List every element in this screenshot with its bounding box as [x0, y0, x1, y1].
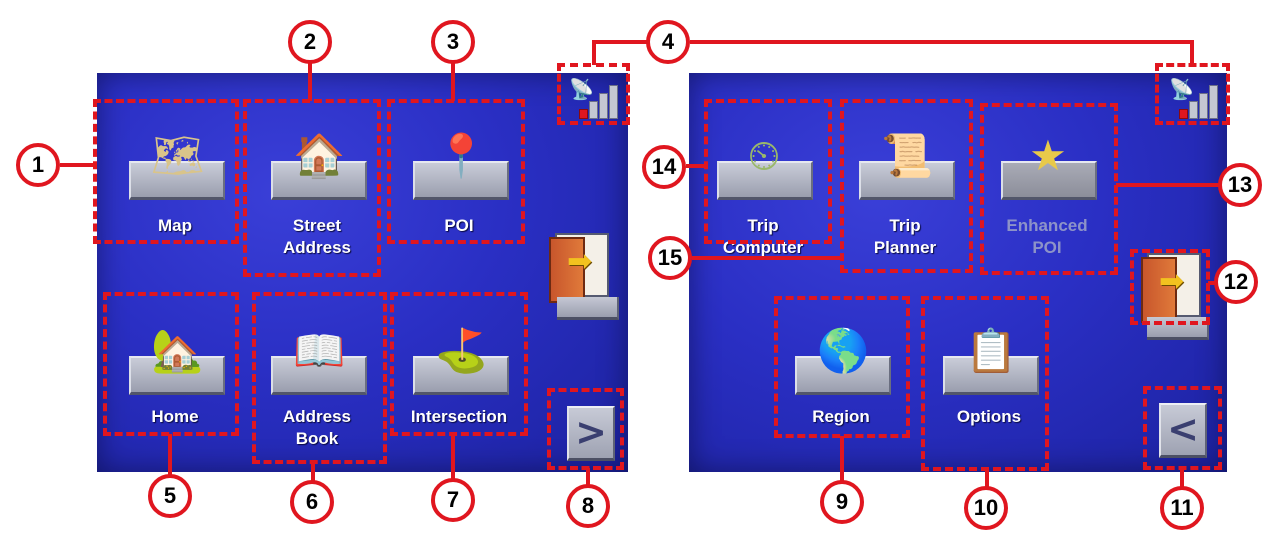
callout-15: 15: [648, 236, 692, 280]
intersection-tile[interactable]: ⛳ Intersection: [399, 308, 519, 438]
annotation-box-1: [93, 99, 239, 244]
callout-9: 9: [820, 480, 864, 524]
annotation-box-4a: [557, 63, 630, 125]
trip-computer-icon: ⏲: [747, 131, 781, 180]
annotation-box-7: [390, 292, 528, 436]
callout-13: 13: [1218, 163, 1262, 207]
gps-signal-icon: 📡: [1165, 79, 1218, 119]
poi-label: POI: [444, 216, 474, 235]
region-tile[interactable]: 🌎 Region: [781, 308, 901, 438]
callout-10: 10: [964, 486, 1008, 530]
callout-3: 3: [431, 20, 475, 64]
callout-1: 1: [16, 143, 60, 187]
callout-4: 4: [646, 20, 690, 64]
address-book-label: Address Book: [282, 407, 352, 448]
callout-14: 14: [642, 145, 686, 189]
annotation-box-5: [103, 292, 239, 436]
annotation-box-15: [840, 99, 973, 273]
house-magnifier-icon: 🏠: [293, 131, 346, 180]
enhanced-poi-label: Enhanced POI: [1006, 216, 1088, 257]
annotation-box-11: [1143, 386, 1222, 470]
map-icon: 🗺: [151, 131, 205, 180]
callout-5: 5: [148, 474, 192, 518]
map-label: Map: [158, 216, 192, 235]
gps-signal-icon: 📡: [565, 79, 618, 119]
home-icon: 🏡: [151, 326, 204, 375]
trip-planner-icon: 📜: [881, 131, 934, 180]
annotation-box-10: [921, 296, 1049, 471]
globe-icon: 🌎: [817, 326, 870, 375]
options-label: Options: [956, 407, 1022, 426]
checklist-icon: 📋: [965, 326, 1018, 375]
region-label: Region: [812, 407, 870, 426]
callout-6: 6: [290, 480, 334, 524]
exit-button[interactable]: ➡: [549, 233, 609, 305]
trip-planner-tile[interactable]: 📜 Trip Planner: [845, 113, 965, 257]
star-map-icon: ★: [1029, 131, 1067, 180]
signpost-icon: ⛳: [435, 326, 488, 375]
annotation-box-14: [704, 99, 832, 244]
street-address-tile[interactable]: 🏠 Street Address: [257, 113, 377, 257]
street-address-label: Street Address: [282, 216, 352, 257]
next-page-button[interactable]: >: [567, 406, 615, 461]
annotation-box-8: [547, 388, 624, 470]
exit-door-icon: ➡: [567, 244, 593, 279]
exit-button[interactable]: ➡: [1141, 253, 1201, 325]
home-tile[interactable]: 🏡 Home: [115, 308, 235, 438]
enhanced-poi-tile[interactable]: ★ Enhanced POI: [987, 113, 1107, 257]
pushpin-map-icon: 📍: [435, 131, 488, 180]
annotation-box-13: [980, 103, 1118, 275]
callout-8: 8: [566, 484, 610, 528]
main-menu-screen-page-2: ⏲ Trip Computer 📜 Trip Planner ★ Enhance…: [689, 73, 1227, 472]
exit-door-icon: ➡: [1159, 264, 1185, 299]
intersection-label: Intersection: [410, 407, 508, 426]
address-book-icon: 📖: [293, 326, 346, 375]
annotation-box-6: [252, 292, 387, 464]
options-tile[interactable]: 📋 Options: [929, 308, 1049, 438]
annotation-box-4b: [1155, 63, 1230, 125]
callout-2: 2: [288, 20, 332, 64]
map-tile[interactable]: 🗺 Map: [115, 113, 235, 243]
poi-tile[interactable]: 📍 POI: [399, 113, 519, 243]
address-book-tile[interactable]: 📖 Address Book: [257, 308, 377, 448]
annotation-box-2: [243, 99, 381, 277]
annotation-box-9: [774, 296, 910, 438]
callout-12: 12: [1214, 260, 1258, 304]
annotation-box-3: [387, 99, 525, 244]
annotation-box-12: [1130, 249, 1210, 325]
main-menu-screen-page-1: 🗺 Map 🏠 Street Address 📍 POI 🏡 Home 📖 Ad…: [97, 73, 628, 472]
home-label: Home: [151, 407, 199, 426]
callout-11: 11: [1160, 486, 1204, 530]
callout-7: 7: [431, 478, 475, 522]
trip-planner-label: Trip Planner: [873, 216, 937, 257]
back-page-button[interactable]: <: [1159, 403, 1207, 458]
